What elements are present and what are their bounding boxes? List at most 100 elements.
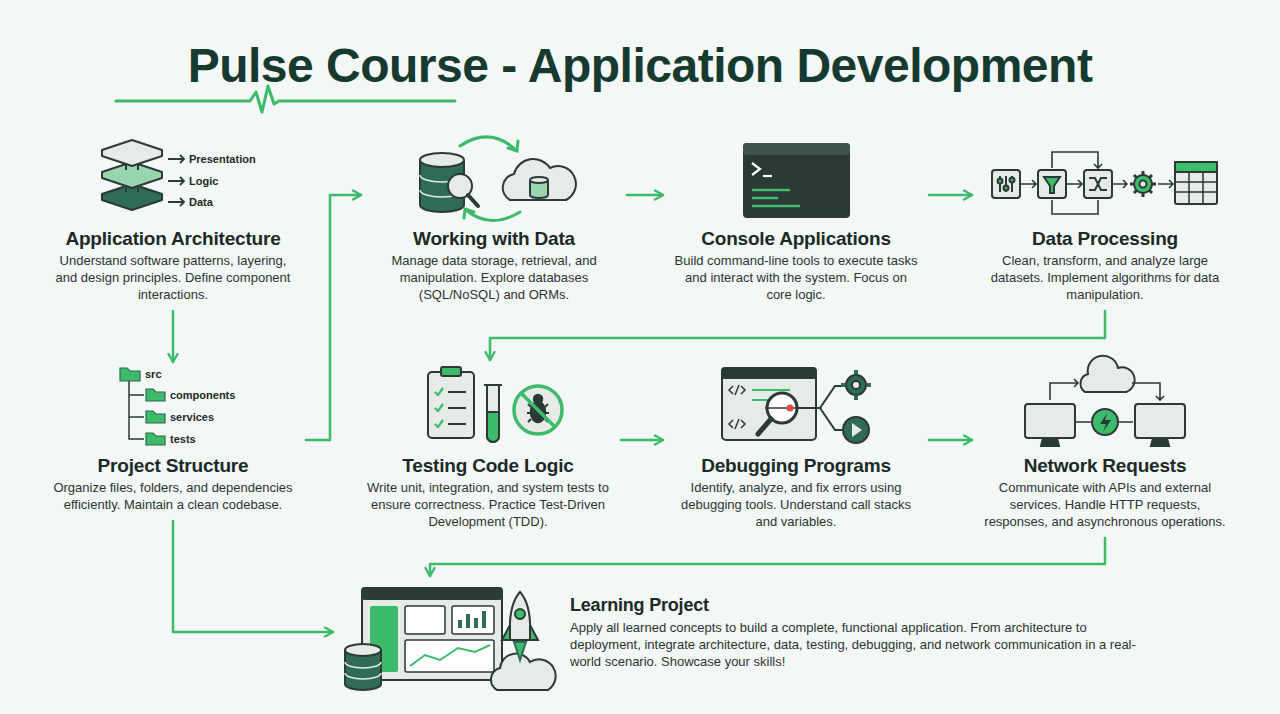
course-step: Application ArchitectureUnderstand softw… — [42, 135, 304, 309]
course-step: Console ApplicationsBuild command-line t… — [665, 135, 927, 309]
pipeline-icon-part — [1089, 178, 1107, 190]
rocket-cloud-icon-part — [515, 609, 525, 619]
layer-label: Data — [189, 196, 213, 209]
rocket-cloud-icon-part — [514, 642, 526, 660]
flow-connector — [306, 195, 361, 440]
debug-window-icon-part — [722, 368, 816, 440]
debug-window-icon-part — [729, 419, 745, 429]
dashboard-icon-part — [452, 606, 494, 634]
debug-actions — [797, 370, 871, 443]
network-icon-part — [1100, 413, 1111, 432]
cloud-icon-part — [530, 177, 548, 183]
step-heading: Application Architecture — [48, 227, 298, 250]
layer-pointer-arrows — [168, 155, 184, 206]
folder-icons-part — [146, 433, 165, 445]
pipeline-arrows-part — [1052, 152, 1102, 168]
folder-icons-part — [146, 389, 165, 401]
project-step: Learning ProjectApply all learned concep… — [335, 578, 1165, 676]
course-step: Debugging ProgramsIdentify, analyze, and… — [665, 362, 927, 536]
step-heading: Working with Data — [369, 227, 619, 250]
sync-arrows-part — [508, 141, 518, 151]
pipeline-icon-part — [998, 179, 1003, 184]
network-icon-part — [1135, 404, 1185, 438]
layer-label: Presentation — [189, 153, 256, 166]
dashboard-icon — [362, 588, 502, 680]
network-icon-part — [1041, 438, 1059, 446]
pipeline-icon-part — [1084, 170, 1112, 198]
no-bug-icon-part — [521, 393, 555, 427]
pipeline-icon-part — [1175, 162, 1217, 204]
database-icon — [420, 153, 478, 212]
step-heading: Learning Project — [570, 594, 1159, 617]
terminal-icon-part — [743, 143, 850, 218]
debug-window-icon-part — [722, 368, 816, 378]
layer-pointer-arrows-part — [168, 198, 184, 206]
debug-window-icon-part — [765, 407, 800, 409]
sync-arrows-part — [464, 209, 474, 218]
database-icon — [345, 644, 381, 690]
layer-pointer-arrows-part — [168, 155, 184, 163]
step-description: Manage data storage, retrieval, and mani… — [369, 252, 619, 303]
rocket-cloud-icon-part — [491, 654, 556, 690]
database-icon-part — [468, 195, 478, 206]
folder-tree-lines-part — [129, 381, 144, 439]
rocket-cloud-icon-part — [510, 592, 531, 640]
pipeline-arrows-part — [1021, 180, 1036, 188]
network-icon-part — [1092, 409, 1118, 435]
step-description: Apply all learned concepts to build a co… — [570, 619, 1159, 670]
sync-arrows — [460, 137, 520, 221]
debug-window-icon-part — [758, 419, 771, 434]
terminal-icon — [743, 143, 850, 218]
test-icon — [428, 367, 502, 442]
no-bug-icon-part — [514, 386, 562, 434]
folder-label: services — [170, 411, 214, 424]
layers-icon-part — [102, 140, 162, 166]
network-arrows-part — [1050, 379, 1078, 400]
test-icon-part — [435, 388, 443, 427]
flow-connector — [929, 194, 972, 197]
folder-icons-part — [120, 368, 140, 381]
cloud-icon-part — [503, 159, 576, 200]
pipeline-icon-part — [1004, 186, 1009, 191]
course-step: Testing Code LogicWrite unit, integratio… — [357, 362, 619, 536]
flow-connector — [430, 538, 1105, 576]
terminal-icon-part — [752, 190, 800, 206]
test-icon-part — [487, 412, 499, 442]
step-description: Identify, analyze, and fix errors using … — [671, 479, 921, 530]
debug-actions-part — [797, 386, 842, 430]
rocket-cloud-icon-part — [502, 625, 538, 640]
folder-label: components — [170, 389, 235, 402]
test-icon-part — [484, 384, 502, 386]
flow-connector — [929, 439, 972, 442]
pipeline-icon-part — [1175, 162, 1217, 172]
terminal-icon-part — [763, 175, 772, 177]
pipeline-icon-part — [1140, 181, 1147, 188]
debug-window-icon-part — [787, 405, 794, 412]
pipeline-arrows-part — [1158, 180, 1173, 188]
network-icon — [1025, 356, 1185, 446]
pipeline-icon-part — [992, 170, 1020, 198]
test-icon-part — [487, 385, 499, 442]
step-description: Communicate with APIs and external servi… — [980, 479, 1230, 530]
network-icon-part — [1025, 404, 1075, 438]
no-bug-icon-part — [534, 395, 542, 403]
layer-pointer-arrows-part — [168, 177, 184, 185]
flow-connector — [621, 439, 663, 442]
pipeline-icon — [992, 162, 1217, 204]
flow-connector — [173, 521, 333, 632]
dashboard-icon-part — [410, 645, 490, 666]
step-description: Write unit, integration, and system test… — [363, 479, 613, 530]
no-bug-icon — [514, 386, 562, 434]
step-heading: Console Applications — [671, 227, 921, 250]
debug-window-icon — [722, 368, 816, 440]
database-icon-part — [420, 153, 464, 167]
diagram-title: Pulse Course - Application Development — [0, 38, 1280, 94]
folder-label: src — [145, 368, 162, 381]
dashboard-icon-part — [405, 606, 445, 634]
debug-window-icon-part — [729, 385, 745, 395]
pipeline-icon-part — [1130, 171, 1156, 197]
network-icon-part — [1081, 356, 1135, 392]
pipeline-arrows-part — [1067, 180, 1082, 188]
pipeline-icon-part — [1044, 177, 1060, 193]
